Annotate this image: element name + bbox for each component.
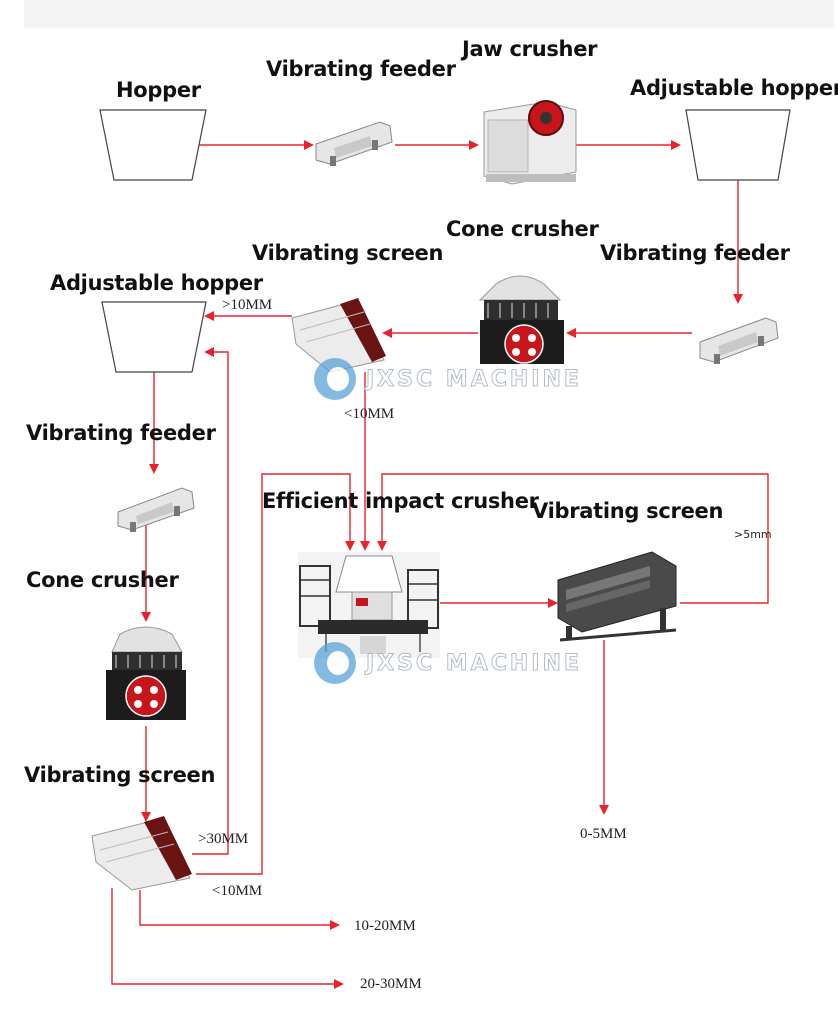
size-label-lt10-top: <10MM (344, 406, 395, 422)
arrow-screen3-to-10-20 (139, 890, 340, 930)
jaw-crusher-icon (483, 100, 577, 185)
size-label-lt10-bottom: <10MM (212, 883, 263, 899)
watermark-middle: JXSC MACHINE (314, 642, 582, 684)
label-jaw-crusher: Jaw crusher (462, 37, 598, 61)
arrow-screen3-to-20-30 (111, 888, 344, 989)
vibrating-feeder-icon-2 (699, 317, 779, 364)
adjustable-hopper-top-icon (685, 109, 791, 181)
arrow-screen3-undersize-to-impact (196, 473, 355, 875)
label-vibrating-screen-3: Vibrating screen (24, 763, 216, 787)
size-label-gt30: >30MM (198, 831, 249, 847)
size-label-gt5: >5mm (734, 528, 772, 541)
label-vibrating-feeder-2: Vibrating feeder (600, 241, 790, 265)
label-vibrating-screen-2: Vibrating screen (532, 499, 724, 523)
label-adjustable-hopper-1: Adjustable hopper (630, 76, 838, 100)
label-efficient-impact-crusher: Efficient impact crusher (262, 489, 539, 513)
flow-arrows (111, 140, 769, 989)
label-vibrating-feeder-1: Vibrating feeder (266, 57, 456, 81)
adjustable-hopper-left-icon (101, 301, 207, 373)
label-vibrating-feeder-3: Vibrating feeder (26, 421, 216, 445)
hopper-icon (99, 109, 207, 181)
size-label-0-5: 0-5MM (580, 826, 627, 842)
vibrating-screen-icon-2 (557, 551, 677, 642)
watermark-text: JXSC MACHINE (366, 366, 582, 392)
arrow-screen2-oversize-return (377, 473, 769, 604)
vibrating-screen-icon-1 (291, 298, 386, 373)
vibrating-screen-icon-3 (91, 816, 192, 891)
size-label-20-30: 20-30MM (360, 976, 422, 992)
watermark-logo-icon (314, 642, 356, 684)
cone-crusher-icon-2 (106, 626, 186, 720)
label-vibrating-screen-1: Vibrating screen (252, 241, 444, 265)
cone-crusher-icon-1 (478, 275, 564, 364)
label-adjustable-hopper-2: Adjustable hopper (50, 271, 263, 295)
impact-crusher-icon (298, 552, 440, 658)
watermark-top: JXSC MACHINE (314, 358, 582, 400)
label-hopper: Hopper (116, 78, 201, 102)
vibrating-feeder-icon-1 (315, 121, 393, 166)
label-cone-crusher-1: Cone crusher (446, 217, 599, 241)
vibrating-feeder-icon-3 (117, 487, 195, 532)
watermark-text: JXSC MACHINE (366, 650, 582, 676)
top-banner-strip (24, 0, 834, 28)
arrow-screen3-oversize-return (192, 347, 229, 855)
watermark-logo-icon (314, 358, 356, 400)
size-label-gt10: >10MM (222, 297, 273, 313)
label-cone-crusher-2: Cone crusher (26, 568, 179, 592)
size-label-10-20: 10-20MM (354, 918, 416, 934)
